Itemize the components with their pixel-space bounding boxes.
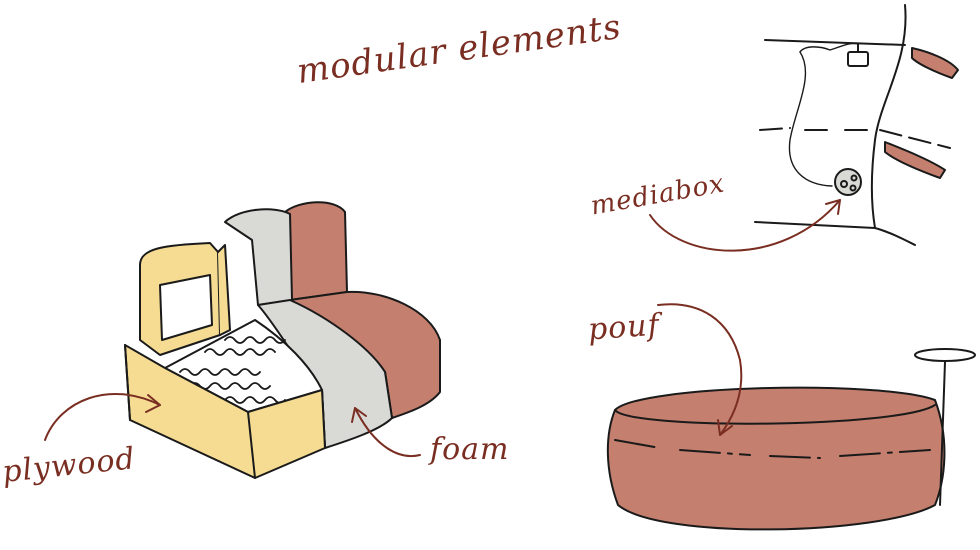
plywood-arrow (44, 392, 161, 441)
upholstery-top (911, 47, 959, 79)
sofa-module (124, 201, 441, 479)
pouf-sketch (606, 348, 976, 531)
pouf-label: pouf (586, 307, 661, 348)
socket-icon (847, 51, 869, 67)
mediabox-sketch (754, 4, 959, 246)
plywood-box (124, 344, 326, 479)
mediabox-arrow (649, 199, 841, 252)
terracotta-back (284, 201, 348, 301)
upholstery-mid (884, 141, 946, 179)
foam-label: foam (430, 432, 510, 467)
pouf-arrow (657, 303, 743, 436)
media-port-icon (834, 168, 862, 196)
side-table-top (914, 348, 976, 362)
side-table-leg (939, 361, 946, 506)
pouf-body (606, 386, 946, 531)
foam-arrow (354, 407, 421, 457)
foam-back (224, 208, 293, 306)
